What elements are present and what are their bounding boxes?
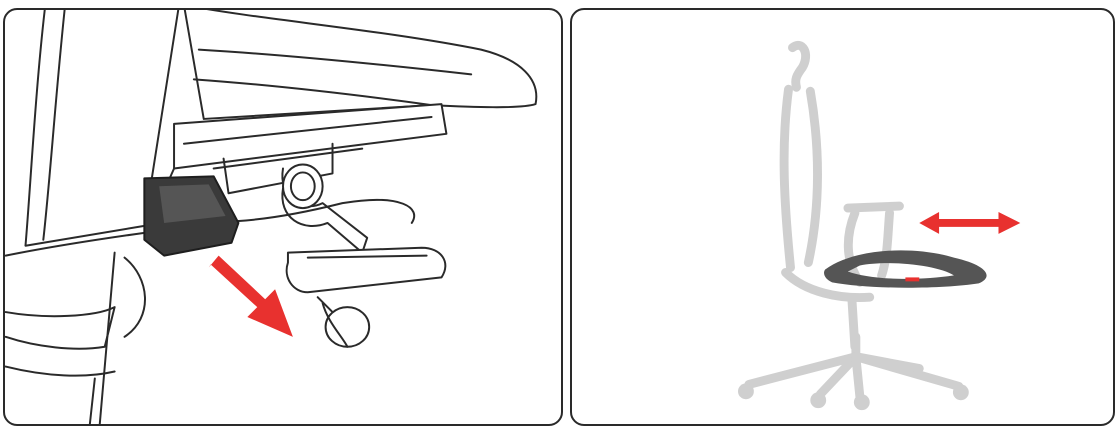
lever-bar bbox=[287, 248, 446, 293]
chair-illustration bbox=[572, 10, 1113, 424]
slide-direction-arrow bbox=[919, 212, 1020, 234]
caster-wheels bbox=[738, 383, 969, 410]
chair-base-lower bbox=[6, 307, 115, 349]
lever-detail-illustration bbox=[5, 10, 561, 424]
pull-direction-arrow bbox=[209, 256, 293, 337]
armrest-top bbox=[184, 10, 536, 119]
seat-slide-marker bbox=[905, 277, 919, 281]
chair-seat-depth-panel bbox=[570, 8, 1115, 426]
lever-detail-panel bbox=[3, 8, 563, 426]
